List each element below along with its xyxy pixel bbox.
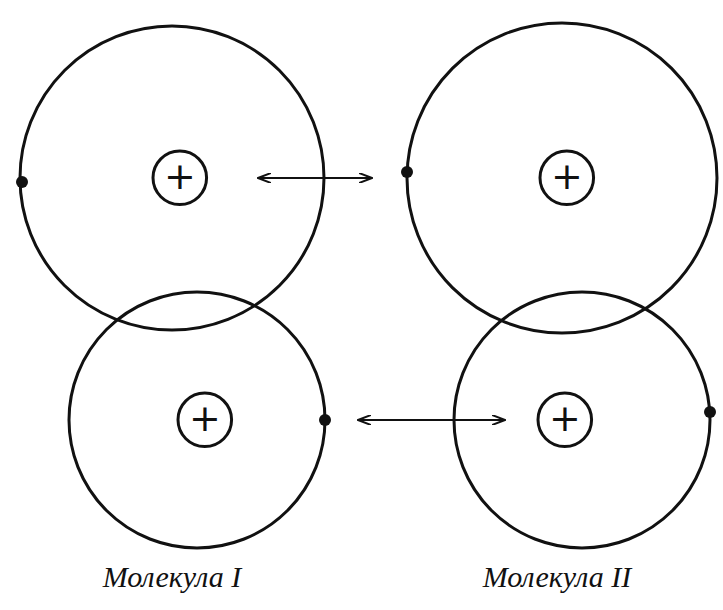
- electron-dot: [319, 414, 331, 426]
- electron-dot: [16, 176, 28, 188]
- nucleus-circle: +: [536, 391, 594, 449]
- charge-sign: +: [176, 391, 234, 449]
- charge-sign: +: [538, 149, 596, 207]
- electron-orbit: [69, 292, 325, 548]
- molecule-label: Молекула II: [483, 560, 631, 594]
- electron-dot: [704, 406, 716, 418]
- electron-orbit: [407, 23, 717, 333]
- nucleus-circle: +: [176, 391, 234, 449]
- interaction-arrow: [358, 419, 505, 421]
- charge-sign: +: [151, 149, 209, 207]
- nucleus-circle: +: [538, 149, 596, 207]
- electron-dot: [401, 166, 413, 178]
- charge-sign: +: [536, 391, 594, 449]
- molecule-label: Молекула I: [103, 560, 241, 594]
- interaction-arrow: [258, 177, 372, 179]
- nucleus-circle: +: [151, 149, 209, 207]
